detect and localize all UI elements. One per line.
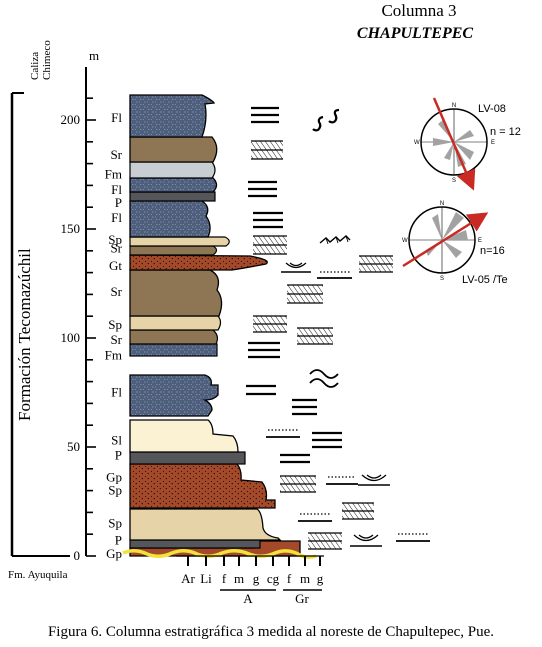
facies-label-sp: Sp	[108, 483, 122, 498]
grain-class-label: g	[317, 571, 324, 586]
facies-label-p: P	[115, 533, 122, 548]
grain-class-label: Li	[200, 571, 212, 586]
rose2-west-label: W	[402, 238, 408, 244]
facies-label-fm: Fm	[105, 167, 122, 182]
rose1-west-label: W	[414, 140, 420, 146]
rose2-north-label: N	[440, 201, 444, 207]
axis-tick-label: 0	[74, 548, 81, 563]
rose1-count: n = 12	[490, 126, 521, 138]
axis-tick-label: 200	[61, 112, 81, 127]
cross-bedding-symbol	[251, 140, 393, 550]
axis-tick-label: 150	[61, 221, 81, 236]
rose2-south-label: S	[440, 276, 444, 282]
rose-diagram-lv05: N E S W n=16 LV-05 /Te	[402, 201, 508, 286]
facies-label-gt: Gt	[109, 258, 122, 273]
grain-class-label: f	[222, 571, 227, 586]
column-beds	[122, 94, 317, 560]
facies-label-sr: Sr	[110, 147, 122, 162]
facies-label-fl: Fl	[111, 210, 122, 225]
structure-symbols	[246, 106, 430, 550]
grain-class-label: Ar	[181, 571, 195, 586]
planar-lamination-symbol	[266, 277, 430, 542]
facies-label-fm: Fm	[105, 347, 122, 362]
facies-label-sp: Sp	[108, 232, 122, 247]
facies-label-sl: Sl	[111, 432, 122, 447]
rose-diagram-lv08: N E S W LV-08 n = 12	[414, 97, 521, 191]
bioturbation-symbol	[312, 108, 340, 132]
facies-label-fl: Fl	[111, 110, 122, 125]
rose2-count: n=16	[480, 245, 505, 257]
axis-unit: m	[89, 48, 99, 63]
main-formation-label: Formación Tecomazúchil	[15, 248, 34, 421]
facies-label-sr: Sr	[110, 332, 122, 347]
facies-label-p: P	[115, 448, 122, 463]
rose2-east-label: E	[478, 238, 482, 244]
figure-caption: Figura 6. Columna estratigráfica 3 medid…	[47, 624, 495, 640]
facies-label-sr: Sr	[110, 241, 122, 256]
top-formation-label: Caliza Chimeco	[29, 40, 53, 80]
formation-brackets	[10, 92, 70, 557]
facies-label-sp: Sp	[108, 317, 122, 332]
facies-label-gp: Gp	[106, 470, 122, 485]
facies-label-p: P	[115, 195, 122, 210]
rose1-south-label: S	[452, 178, 456, 184]
rose2-id: LV-05 /Te	[462, 274, 508, 286]
site-title: CHAPULTEPEC	[357, 25, 473, 42]
axis-tick-label: 50	[67, 439, 80, 454]
facies-label-fl: Fl	[111, 385, 122, 400]
rose1-north-label: N	[452, 103, 456, 109]
facies-label-fl: Fl	[111, 182, 122, 197]
grain-class-label: f	[287, 571, 292, 586]
trough-cross-bedding-symbol	[281, 262, 390, 547]
facies-label-sr: Sr	[110, 284, 122, 299]
column-title: Columna 3	[381, 1, 456, 20]
rose1-id: LV-08	[478, 103, 506, 115]
grain-class-label: cg	[267, 571, 280, 586]
grain-group-gravel: Gr	[295, 591, 309, 606]
grain-class-label: m	[234, 571, 244, 586]
ripple-symbol	[309, 235, 351, 388]
axis-tick-label: 100	[61, 330, 81, 345]
grain-class-label: g	[253, 571, 260, 586]
thickness-axis: m 0 50 100 150 200	[61, 48, 100, 563]
lamination-symbol	[246, 106, 342, 464]
grain-class-label: m	[300, 571, 310, 586]
facies-label-gp: Gp	[106, 546, 122, 561]
facies-label-sp: Sp	[108, 515, 122, 530]
rose1-east-label: E	[491, 140, 495, 146]
dotted-lamination-symbol	[268, 271, 428, 535]
grain-group-sand: A	[243, 591, 253, 606]
base-formation-label: Fm. Ayuquila	[8, 569, 68, 581]
